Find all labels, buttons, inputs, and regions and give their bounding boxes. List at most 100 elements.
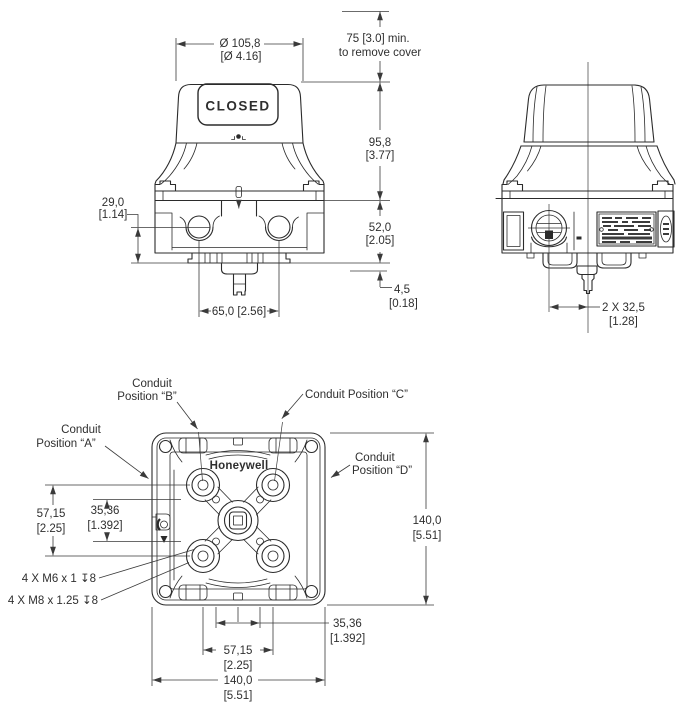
- side-body-flare-inner: [507, 145, 671, 185]
- side-mounting-ears: [501, 180, 674, 192]
- dim-body-mm: 52,0: [369, 222, 391, 234]
- side-bottom-plate: [526, 252, 647, 295]
- callout-conduit-c: Conduit Position “C”: [274, 389, 408, 482]
- conduit-c-label: Conduit Position “C”: [305, 389, 408, 401]
- dim-conduit-spacing: 65,0 [2.56]: [198, 240, 280, 318]
- front-box-corner-steps: [162, 190, 317, 201]
- front-center-block: [220, 199, 258, 217]
- brand-logo: Honeywell: [210, 460, 269, 472]
- callout-tapped-holes: 4 X M6 x 1 ↧8 4 X M8 x 1.25 ↧8: [8, 549, 195, 607]
- dim-cover-height: 95,8 [3.77]: [324, 82, 395, 201]
- conduit-b-line2: Position “B”: [117, 391, 177, 403]
- side-switch-box: [501, 190, 674, 254]
- conduit-a-line1: Conduit: [61, 424, 101, 436]
- base-plate-outline: [169, 451, 308, 590]
- front-view: CLOSED: [99, 11, 422, 318]
- front-body-flare-inner: [160, 142, 319, 185]
- dim-left-inner-in: [1.392]: [87, 520, 122, 532]
- nameplate-fine-print: [602, 217, 652, 243]
- dim-cover-diameter: Ø 105,8 [Ø 4.16]: [175, 38, 304, 81]
- conduit-d-line1: Conduit: [355, 452, 395, 464]
- approval-plate: [657, 210, 675, 248]
- front-body-flare: [154, 142, 325, 185]
- closed-window: [197, 83, 279, 126]
- front-mounting-ears: [154, 180, 325, 192]
- dim-clearance-line1: 75 [3.0] min.: [346, 33, 409, 45]
- dim-offset-mm: 29,0: [102, 197, 124, 209]
- dim-bot-inner-in: [1.392]: [330, 633, 365, 645]
- dim-shaft-in: [1.28]: [609, 316, 638, 328]
- conduit-d-line2: Position “D”: [352, 465, 412, 477]
- dim-cover-diameter-in: [Ø 4.16]: [221, 51, 262, 63]
- nameplate: [596, 211, 657, 247]
- dim-height-mm: 95,8: [369, 137, 391, 149]
- conduit-b-line1: Conduit: [132, 378, 172, 390]
- front-cradles: [185, 226, 294, 242]
- top-conduit-knockouts: [169, 437, 308, 463]
- front-switch-box: [154, 190, 325, 254]
- dim-right-mm: 140,0: [413, 515, 442, 527]
- side-latch: [151, 513, 171, 543]
- corner-mounting-holes: [158, 439, 319, 599]
- dim-left-bolt-spacing: 57,15 [2.25] 35,36 [1.392]: [37, 484, 190, 557]
- dim-cover-removal-clearance: 75 [3.0] min. to remove cover: [301, 11, 422, 83]
- closed-label: CLOSED: [205, 99, 270, 114]
- dim-conduit-center-offset: 29,0 [1.14]: [99, 197, 210, 263]
- dim-base-plate-thickness: 4,5 [0.18]: [131, 262, 418, 310]
- dim-base-height: 140,0 [5.51]: [327, 432, 442, 606]
- dim-bot-mid-mm: 57,15: [224, 645, 253, 657]
- tap-m6-label: 4 X M6 x 1 ↧8: [22, 573, 96, 585]
- callout-conduit-d: Conduit Position “D”: [330, 452, 412, 478]
- side-body-flare: [502, 145, 676, 185]
- dim-left-inner-mm: 35,36: [91, 505, 120, 517]
- dim-body-height: 52,0 [2.05]: [366, 200, 395, 263]
- front-interior-walls: [154, 212, 325, 251]
- dim-left-outer-mm: 57,15: [37, 508, 66, 520]
- output-shaft-drive: [217, 499, 259, 542]
- dim-offset-in: [1.14]: [99, 209, 128, 221]
- dim-right-in: [5.51]: [413, 530, 442, 542]
- dim-cover-diameter-mm: Ø 105,8: [220, 38, 261, 50]
- bottom-view: Honeywell Conduit Position “: [8, 378, 442, 702]
- dim-bot-mid-in: [2.25]: [224, 660, 253, 672]
- dim-bot-outer-mm: 140,0: [224, 675, 253, 687]
- bottom-conduit-knockouts: [169, 575, 308, 601]
- conduit-a-line2: Position “A”: [36, 438, 96, 450]
- dim-bot-inner-mm: 35,36: [333, 618, 362, 630]
- dim-bot-outer-in: [5.51]: [224, 690, 253, 702]
- front-bottom-plate-ticks: [204, 252, 264, 264]
- dim-bottom-chain: 35,36 [1.392] 57,15 [2.25] 140,0 [5.51]: [151, 607, 365, 702]
- dim-plate-mm: 4,5: [394, 284, 410, 296]
- dim-shaft-mm: 2 X 32,5: [602, 302, 645, 314]
- dim-clearance-line2: to remove cover: [339, 47, 422, 59]
- tap-m8-label: 4 X M8 x 1.25 ↧8: [8, 595, 98, 607]
- dim-left-outer-in: [2.25]: [37, 523, 66, 535]
- front-cradle-arms: [179, 215, 299, 228]
- base-outer-outline: [151, 432, 326, 606]
- front-shaft-collar: [220, 262, 259, 275]
- side-left-block: [502, 211, 525, 251]
- dim-height-in: [3.77]: [366, 150, 395, 162]
- conduit-hole-left: [187, 215, 211, 239]
- front-bottom-plate: [187, 252, 291, 264]
- conduit-hole-right: [267, 215, 291, 239]
- position-indicator-icon: [231, 134, 246, 140]
- callout-conduit-b: Conduit Position “B”: [117, 378, 203, 482]
- side-view: 2 X 32,5 [1.28]: [495, 62, 676, 333]
- side-cover-inner-lines: [532, 85, 646, 143]
- side-left-block-inner: [506, 215, 521, 247]
- dim-body-in: [2.05]: [366, 235, 395, 247]
- conduit-entry-screw: [528, 204, 570, 254]
- front-cover-outline: [175, 83, 304, 144]
- dim-plate-in: [0.18]: [389, 298, 418, 310]
- dim-spacing: 65,0 [2.56]: [212, 306, 266, 318]
- side-box-corner-steps: [509, 190, 666, 199]
- dim-conduit-to-centerline: 2 X 32,5 [1.28]: [548, 253, 645, 328]
- mounting-bosses: [185, 467, 291, 574]
- front-shaft: [232, 273, 247, 296]
- center-mark-icon: [235, 186, 242, 209]
- side-cover-outline: [523, 84, 655, 143]
- side-cover-joint: [520, 141, 658, 147]
